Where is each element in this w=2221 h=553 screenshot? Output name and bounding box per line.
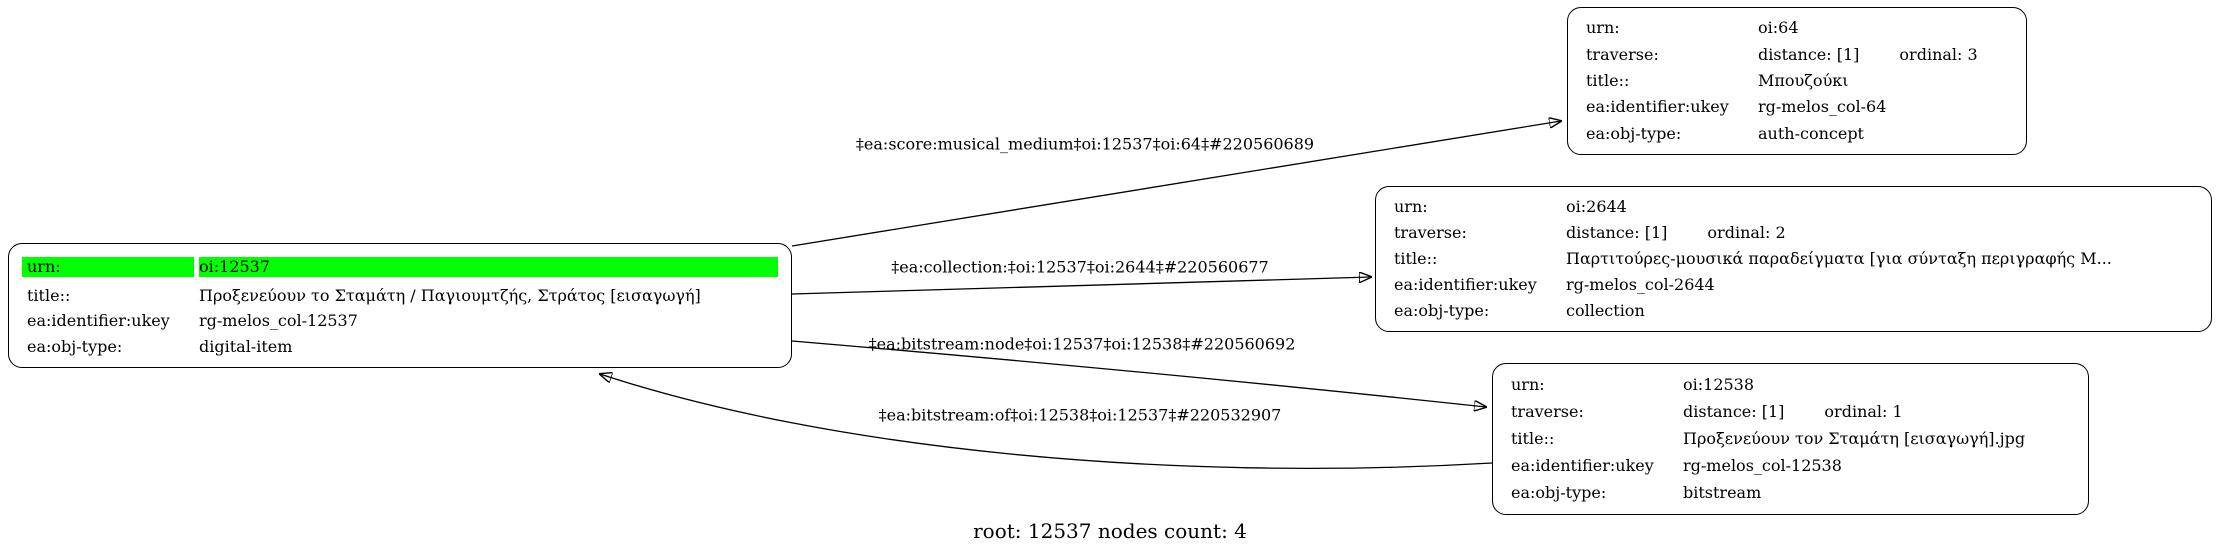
edge-label-collection: ‡ea:collection:‡oi:12537‡oi:2644‡#220560… (891, 257, 1269, 277)
node-row-urn: urn: oi:2644 (1389, 197, 2198, 217)
edge-bitstream-node (791, 340, 1486, 407)
field-label: ea:obj-type: (27, 337, 123, 357)
traverse-distance: distance: [1] (1758, 44, 1860, 64)
field-label: title:: (27, 285, 71, 305)
node-row-title: title:: Μπουζούκι (1581, 71, 2013, 91)
node-row-obj-type: ea:obj-type: auth-concept (1581, 124, 2013, 144)
node-row-traverse: traverse: distance: [1] ordinal: 2 (1389, 223, 2198, 243)
field-value: rg-melos_col-12538 (1683, 456, 1842, 475)
field-value: distance: [1] ordinal: 1 (1683, 402, 2075, 422)
field-value: oi:64 (1758, 18, 1799, 38)
field-value: Παρτιτούρες-μουσικά παραδείγματα [για σύ… (1566, 249, 2112, 268)
node-row-urn: urn: oi:12537 (22, 254, 778, 280)
field-label: urn: (1586, 18, 1620, 38)
node-oi-12538: urn: oi:12538 traverse: distance: [1] ord… (1492, 363, 2089, 515)
field-label: title:: (1586, 70, 1630, 90)
field-value: oi:12538 (1683, 375, 1755, 394)
traverse-distance: distance: [1] (1566, 223, 1668, 242)
field-label: ea:identifier:ukey (1586, 97, 1729, 117)
field-label: ea:identifier:ukey (1394, 275, 1537, 294)
node-row-traverse: traverse: distance: [1] ordinal: 3 (1581, 45, 2013, 65)
field-value: rg-melos_col-64 (1758, 97, 1887, 117)
field-label: ea:identifier:ukey (27, 311, 170, 331)
node-row-obj-type: ea:obj-type: digital-item (22, 337, 778, 357)
node-row-urn: urn: oi:64 (1581, 18, 2013, 38)
traverse-distance: distance: [1] (1683, 402, 1785, 421)
root-caption: root: 12537 nodes count: 4 (973, 519, 1247, 543)
field-value: distance: [1] ordinal: 2 (1566, 223, 2198, 243)
field-label: title:: (1394, 249, 1438, 268)
field-value: bitstream (1683, 483, 1762, 502)
node-row-identifier: ea:identifier:ukey rg-melos_col-2644 (1389, 275, 2198, 295)
edge-score-musical-medium (791, 121, 1561, 247)
traverse-ordinal: ordinal: 3 (1899, 44, 1978, 64)
field-value: rg-melos_col-2644 (1566, 275, 1715, 294)
node-row-identifier: ea:identifier:ukey rg-melos_col-12538 (1506, 456, 2075, 476)
node-oi-64: urn: oi:64 traverse: distance: [1] ordina… (1567, 7, 2027, 155)
field-value: rg-melos_col-12537 (199, 311, 358, 331)
node-row-identifier: ea:identifier:ukey rg-melos_col-64 (1581, 97, 2013, 117)
field-label: ea:identifier:ukey (1511, 456, 1654, 475)
field-value: Προξενεύουν το Σταμάτη / Παγιουμτζής, Στ… (199, 285, 701, 305)
field-value: oi:12537 (199, 256, 778, 277)
traverse-ordinal: ordinal: 2 (1707, 223, 1786, 242)
traverse-ordinal: ordinal: 1 (1824, 402, 1903, 421)
node-row-obj-type: ea:obj-type: bitstream (1506, 483, 2075, 503)
field-value: oi:2644 (1566, 197, 1627, 216)
node-row-traverse: traverse: distance: [1] ordinal: 1 (1506, 402, 2075, 422)
node-row-title: title:: Παρτιτούρες-μουσικά παραδείγματα… (1389, 249, 2198, 269)
field-label: title:: (1511, 429, 1555, 448)
node-row-obj-type: ea:obj-type: collection (1389, 301, 2198, 321)
field-value: auth-concept (1758, 123, 1864, 143)
field-label: ea:obj-type: (1394, 301, 1490, 320)
node-oi-2644: urn: oi:2644 traverse: distance: [1] ordi… (1375, 186, 2212, 332)
field-label: urn: (1511, 375, 1545, 394)
field-label: ea:obj-type: (1511, 483, 1607, 502)
edge-label-score-musical-medium: ‡ea:score:musical_medium‡oi:12537‡oi:64‡… (855, 134, 1315, 154)
field-value: collection (1566, 301, 1645, 320)
field-label: traverse: (1586, 44, 1659, 64)
field-label: traverse: (1511, 402, 1584, 421)
edge-collection (791, 277, 1371, 295)
field-value: Μπουζούκι (1758, 70, 1849, 90)
node-row-urn: urn: oi:12538 (1506, 375, 2075, 395)
node-row-title: title:: Προξενεύουν τον Σταμάτη [εισαγωγ… (1506, 429, 2075, 449)
field-label: urn: (22, 256, 194, 277)
field-value: Προξενεύουν τον Σταμάτη [εισαγωγή].jpg (1683, 429, 2026, 448)
field-label: traverse: (1394, 223, 1467, 242)
edge-label-bitstream-node: ‡ea:bitstream:node‡oi:12537‡oi:12538‡#22… (868, 334, 1296, 354)
field-value: distance: [1] ordinal: 3 (1758, 45, 2013, 65)
node-row-title: title:: Προξενεύουν το Σταμάτη / Παγιουμ… (22, 286, 778, 306)
field-label: urn: (1394, 197, 1428, 216)
node-oi-12537: urn: oi:12537 title:: Προξενεύουν το Στα… (8, 243, 792, 368)
edge-label-bitstream-of: ‡ea:bitstream:of‡oi:12538‡oi:12537‡#2205… (878, 405, 1282, 425)
field-value: digital-item (199, 337, 293, 357)
field-label: ea:obj-type: (1586, 123, 1682, 143)
edge-bitstream-of (600, 374, 1493, 470)
node-row-identifier: ea:identifier:ukey rg-melos_col-12537 (22, 311, 778, 331)
